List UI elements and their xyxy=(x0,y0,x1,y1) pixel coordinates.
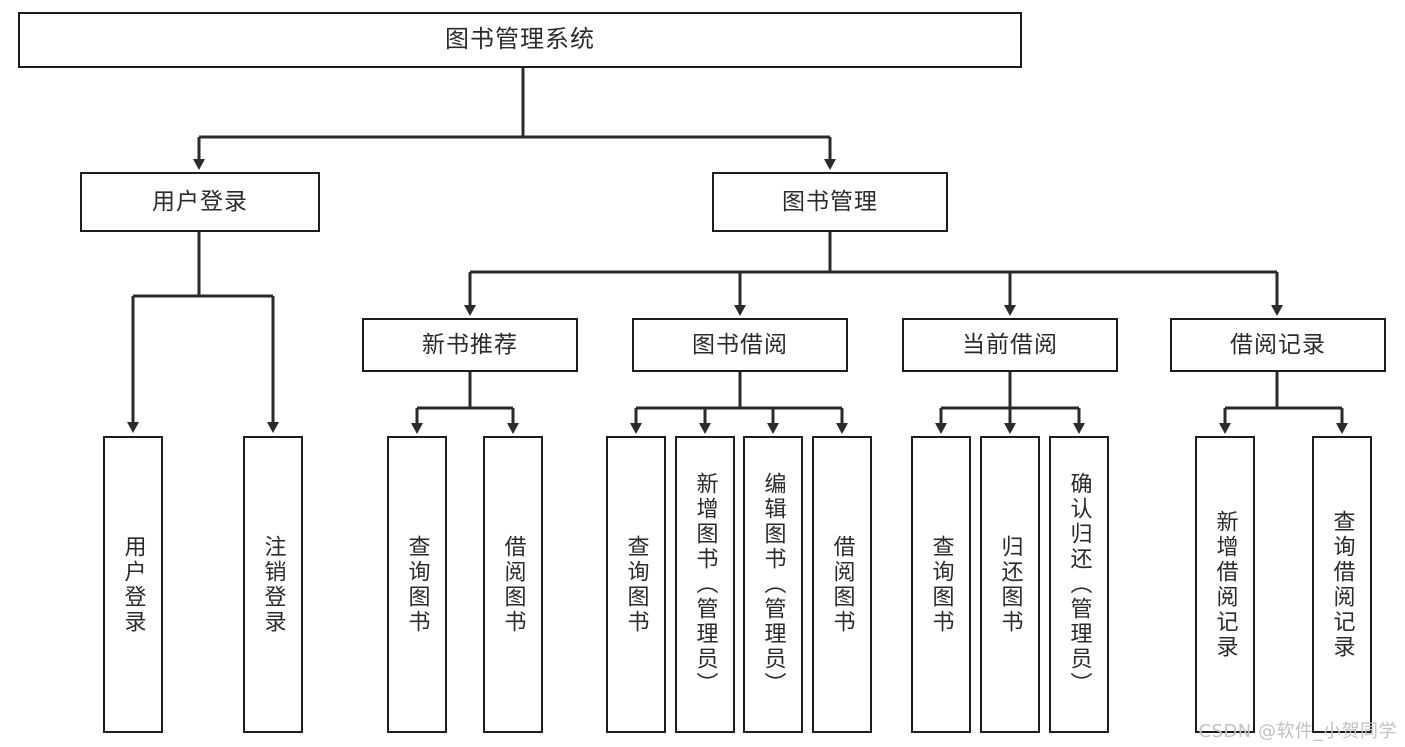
node-label: 借阅图书 xyxy=(500,534,526,635)
node-label: 查询图书 xyxy=(928,534,954,635)
node-book-management[interactable]: 图书管理 xyxy=(712,172,948,232)
node-label: 注销登录 xyxy=(260,534,286,635)
node-label: 新增图书（管理员） xyxy=(692,472,718,697)
node-label: 借阅图书 xyxy=(829,534,855,635)
leaf-edit-book[interactable]: 编辑图书（管理员） xyxy=(743,436,803,733)
leaf-return-book[interactable]: 归还图书 xyxy=(980,436,1040,733)
node-label: 确认归还（管理员） xyxy=(1066,472,1092,697)
node-label: 查询借阅记录 xyxy=(1329,509,1355,660)
leaf-logout-login[interactable]: 注销登录 xyxy=(243,436,303,733)
node-new-book-recommend[interactable]: 新书推荐 xyxy=(362,318,578,372)
node-label: 图书管理 xyxy=(782,188,878,215)
leaf-add-book[interactable]: 新增图书（管理员） xyxy=(675,436,735,733)
node-root-system[interactable]: 图书管理系统 xyxy=(18,12,1022,68)
node-book-borrow[interactable]: 图书借阅 xyxy=(632,318,848,372)
node-label: 新增借阅记录 xyxy=(1212,509,1238,660)
leaf-query-book-borrow[interactable]: 查询图书 xyxy=(606,436,666,733)
leaf-borrow-book-recommend[interactable]: 借阅图书 xyxy=(483,436,543,733)
node-label: 借阅记录 xyxy=(1230,331,1326,358)
leaf-borrow-book[interactable]: 借阅图书 xyxy=(812,436,872,733)
node-label: 编辑图书（管理员） xyxy=(760,472,786,697)
node-label: 查询图书 xyxy=(623,534,649,635)
leaf-add-borrow-record[interactable]: 新增借阅记录 xyxy=(1195,436,1255,733)
node-label: 查询图书 xyxy=(404,534,430,635)
node-label: 归还图书 xyxy=(997,534,1023,635)
node-label: 用户登录 xyxy=(120,534,146,635)
node-borrow-record[interactable]: 借阅记录 xyxy=(1170,318,1386,372)
node-current-borrow[interactable]: 当前借阅 xyxy=(902,318,1118,372)
leaf-query-book-current[interactable]: 查询图书 xyxy=(911,436,971,733)
node-label: 用户登录 xyxy=(152,188,248,215)
node-label: 新书推荐 xyxy=(422,331,518,358)
leaf-query-borrow-record[interactable]: 查询借阅记录 xyxy=(1312,436,1372,733)
node-label: 图书管理系统 xyxy=(445,25,595,54)
leaf-confirm-return[interactable]: 确认归还（管理员） xyxy=(1049,436,1109,733)
csdn-watermark: CSDN @软件_小贺同学 xyxy=(1198,721,1397,742)
leaf-user-login[interactable]: 用户登录 xyxy=(103,436,163,733)
node-label: 图书借阅 xyxy=(692,331,788,358)
node-label: 当前借阅 xyxy=(962,331,1058,358)
leaf-query-book-recommend[interactable]: 查询图书 xyxy=(387,436,447,733)
node-user-login[interactable]: 用户登录 xyxy=(80,172,320,232)
